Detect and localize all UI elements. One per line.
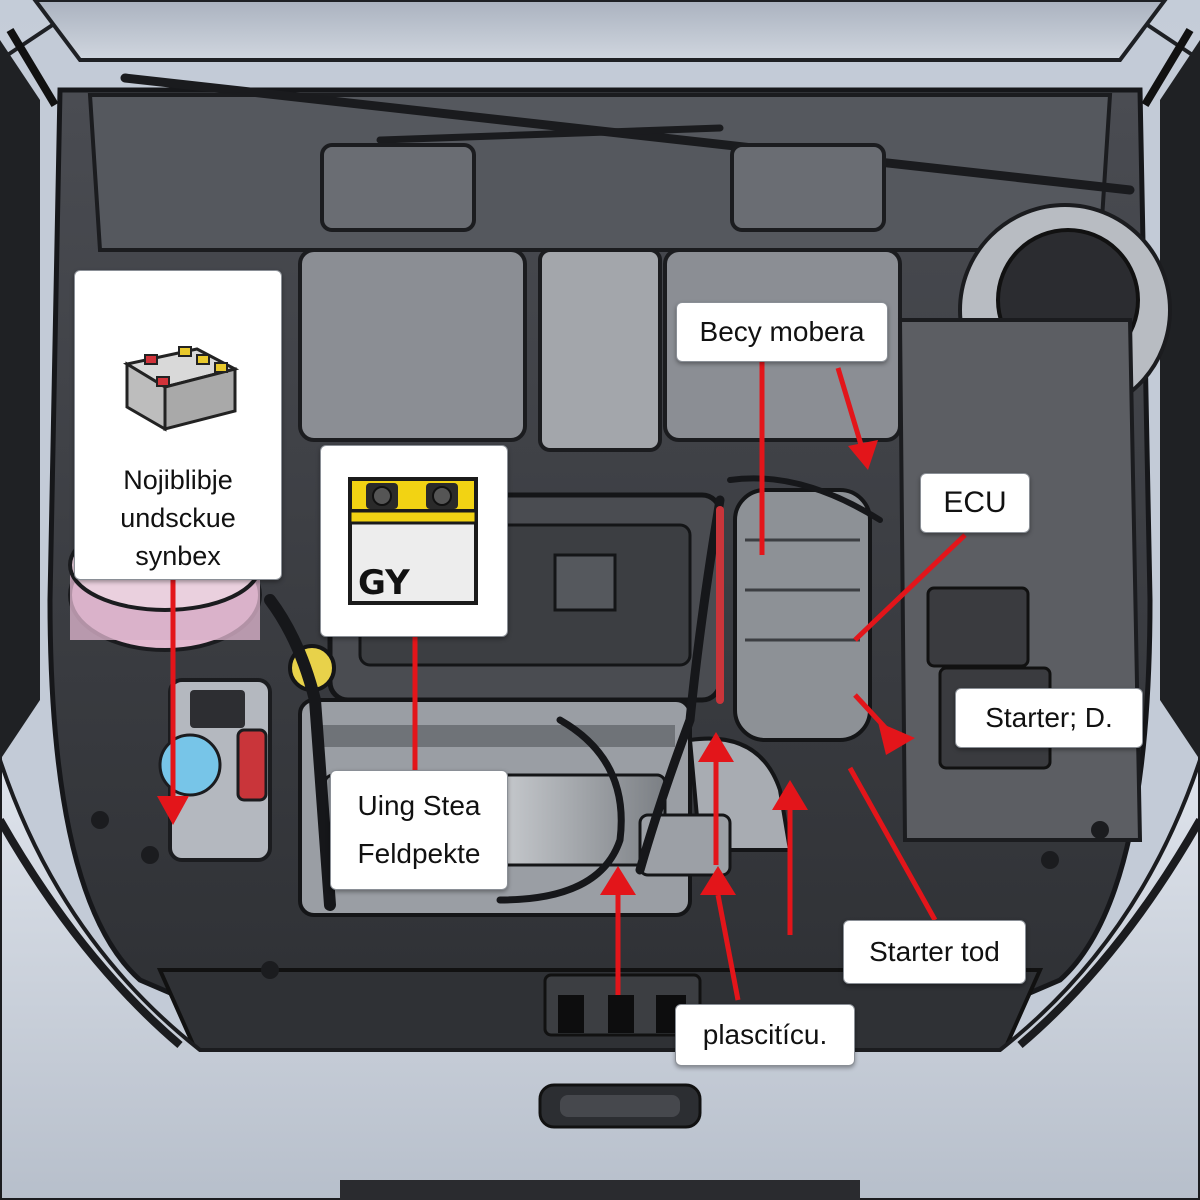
washer-reservoir: [158, 678, 272, 862]
label-starter-tod: Starter tod: [843, 920, 1026, 984]
label-left-line2: undsckue: [120, 503, 236, 533]
label-center: Uing Stea Feldpekte: [330, 770, 508, 890]
front-bumper: [0, 759, 1200, 1200]
battery-yellow-icon: GY: [348, 476, 478, 605]
open-hood: [0, 0, 1200, 760]
arrow-up-2: [700, 866, 741, 1001]
label-ecu-text: ECU: [943, 486, 1007, 519]
hoses: [264, 475, 883, 911]
callout-arrows: [157, 362, 967, 1001]
label-top: Becy mobera: [676, 302, 888, 362]
arrow-up-1: [600, 866, 636, 995]
battery-badge-text: GY: [358, 563, 410, 603]
label-center-line1: Uing Stea: [357, 790, 481, 821]
label-top-text: Becy mobera: [699, 316, 865, 347]
label-ecu: ECU: [920, 473, 1030, 533]
label-starter-tod-text: Starter tod: [869, 936, 1000, 967]
label-starter-d-text: Starter; D.: [985, 702, 1113, 733]
arrow-up-4: [772, 780, 808, 935]
label-bottom-text: plascitícu.: [702, 1019, 828, 1050]
label-bottom: plascitícu.: [675, 1004, 855, 1066]
car-battery-icon: [122, 346, 240, 432]
label-battery: GY: [320, 445, 508, 637]
arrow-up-3: [698, 732, 734, 865]
arrow-ecu: [853, 533, 967, 642]
label-starter-d: Starter; D.: [955, 688, 1143, 748]
air-intake: [638, 488, 872, 877]
label-center-line2: Feldpekte: [357, 838, 481, 869]
arrow-starter-d: [853, 693, 915, 755]
arrow-left-down: [157, 580, 189, 825]
arrow-top-right: [835, 367, 878, 470]
arrow-starter-tod: [847, 766, 938, 922]
label-left: Nojiblibje undsckue synbex: [74, 270, 282, 580]
label-left-line3: synbex: [135, 541, 221, 571]
fuse-box: [897, 318, 1143, 842]
label-left-line1: Nojiblibje: [123, 465, 233, 495]
